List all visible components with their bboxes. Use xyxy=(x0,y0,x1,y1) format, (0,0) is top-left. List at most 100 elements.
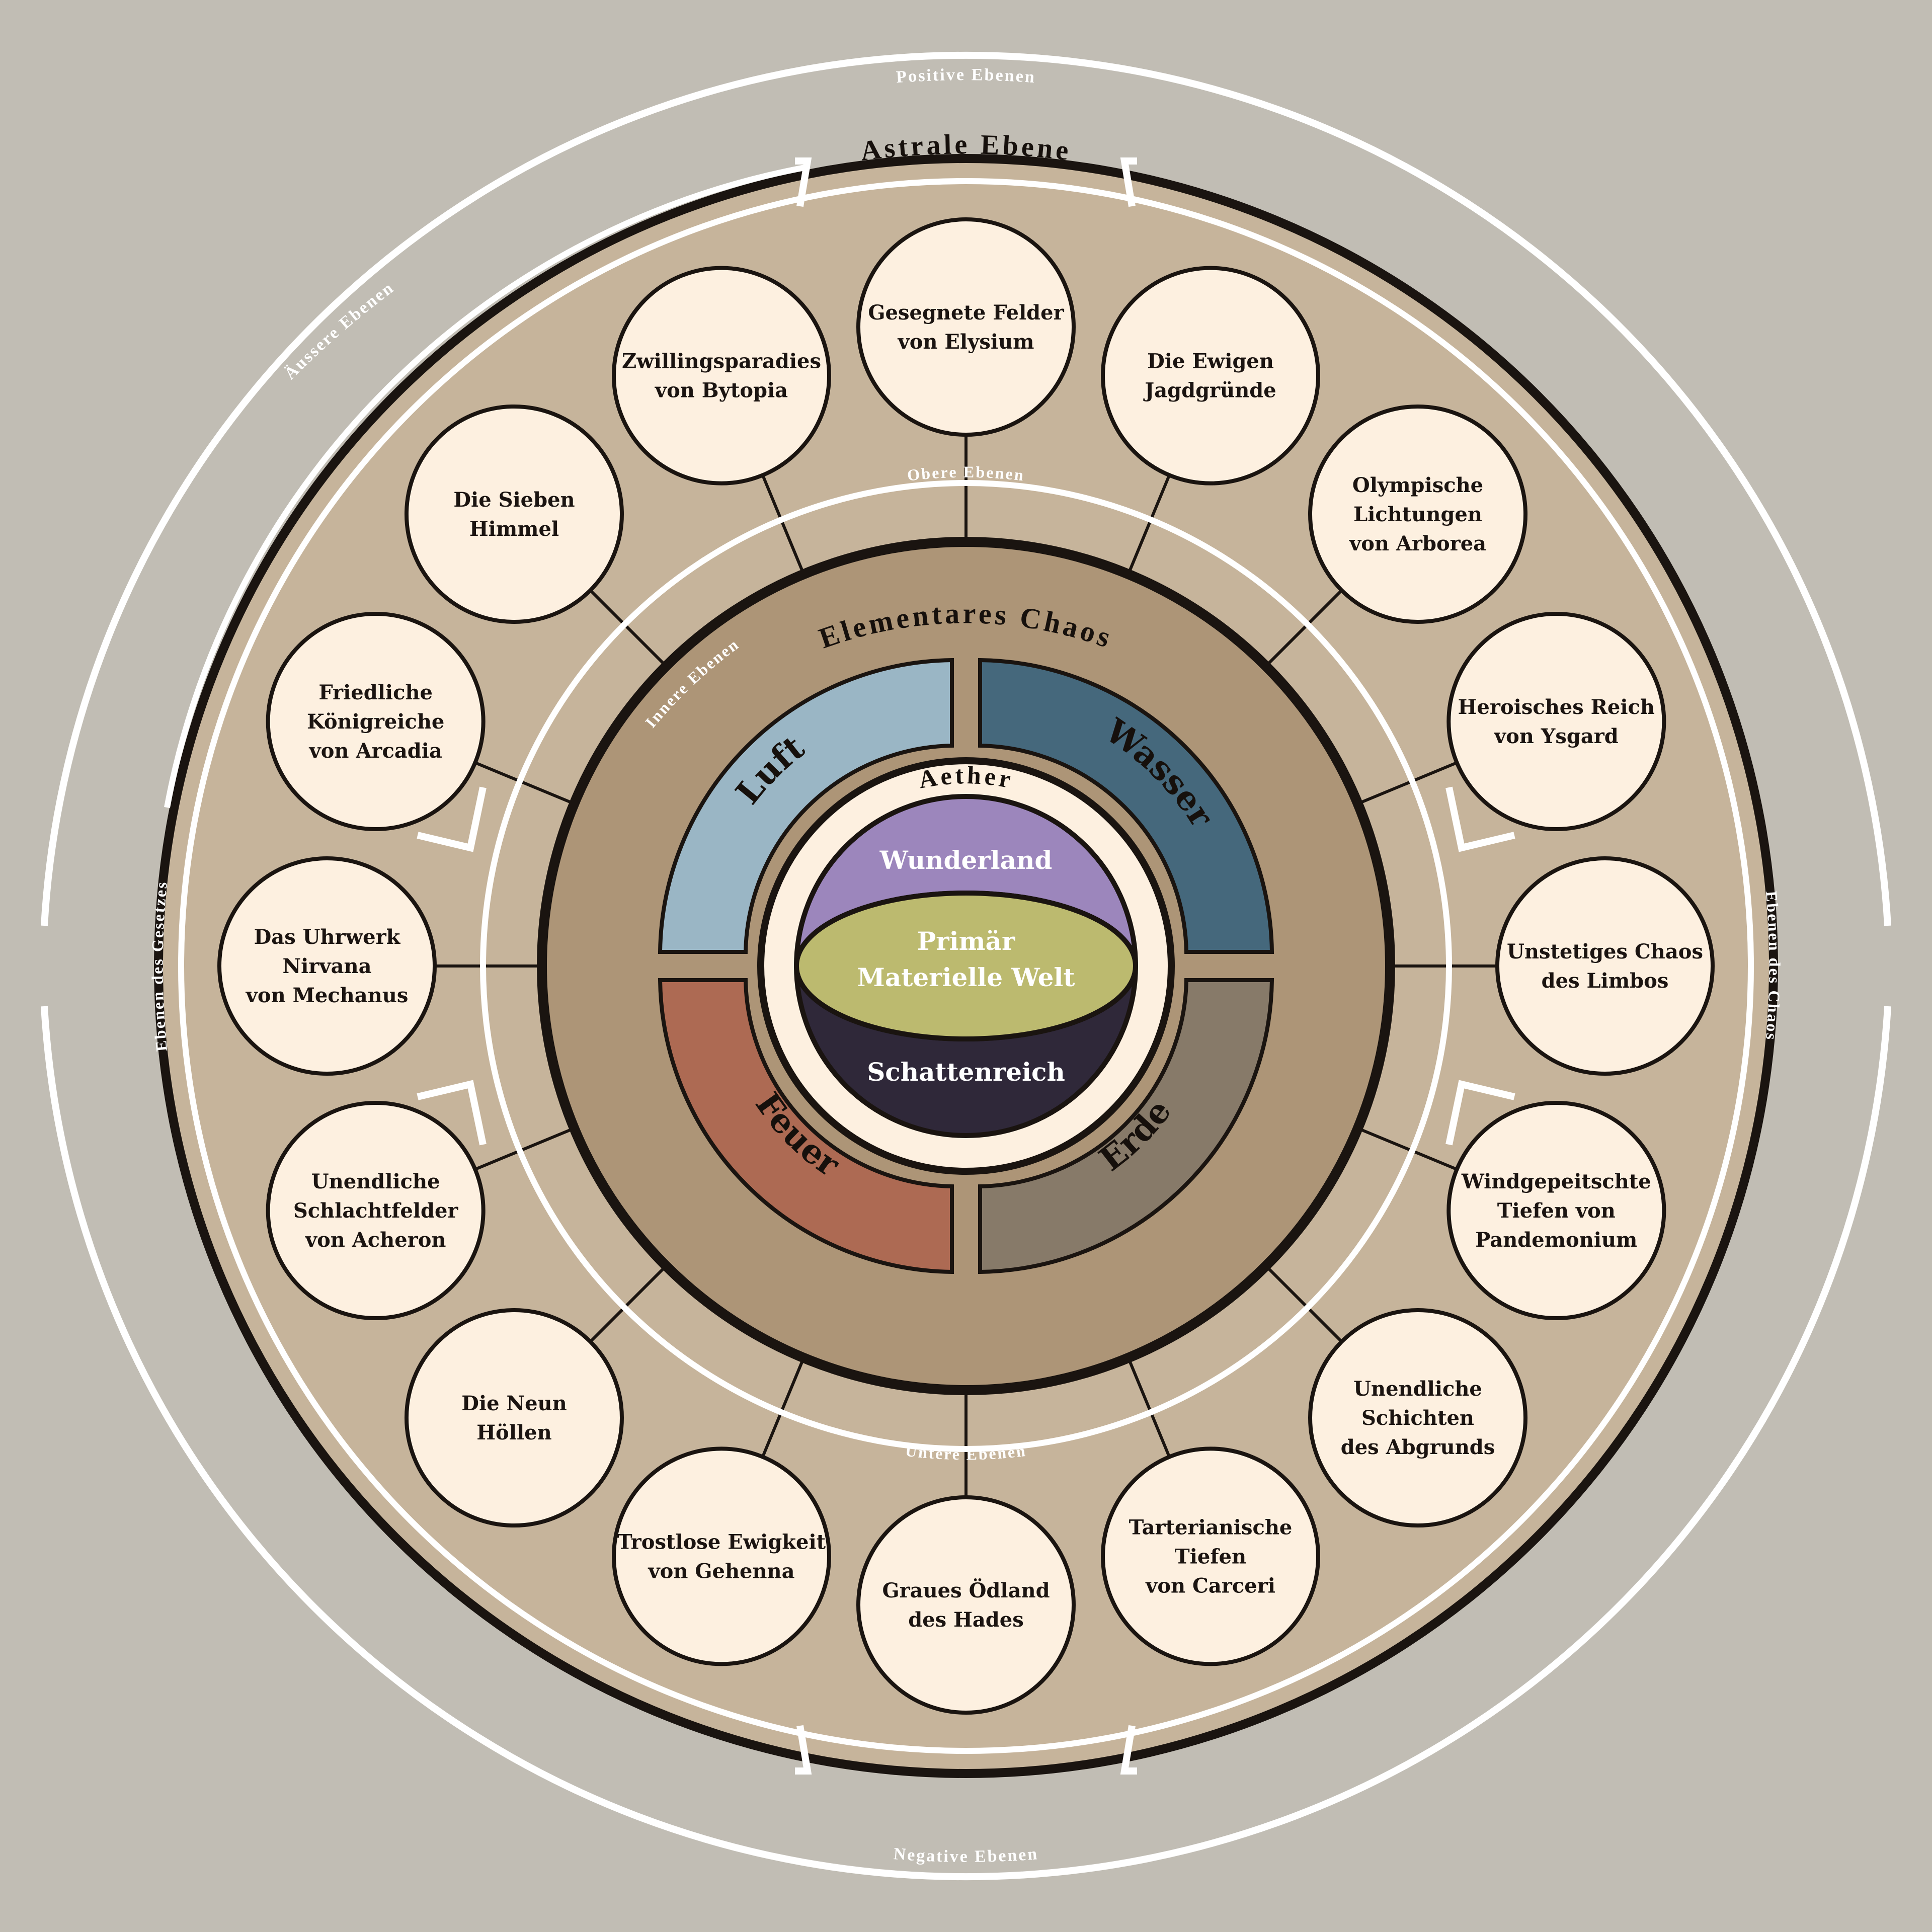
plane-circle-arcadia[interactable] xyxy=(266,611,486,831)
earth-quadrant xyxy=(978,978,1274,1274)
connector-abyss xyxy=(1264,1264,1343,1343)
upper-planes-label: Obere Ebenen xyxy=(906,463,1026,485)
plane-circle-elysium[interactable] xyxy=(856,217,1076,437)
shadow-label: Schattenreich xyxy=(867,1057,1065,1087)
middle-ring-brackets xyxy=(417,786,1515,1146)
material-region xyxy=(794,891,1138,1041)
plane-circle-heavens[interactable] xyxy=(404,404,624,624)
plane-label-hells-2: Höllen xyxy=(476,1421,551,1444)
plane-limbo[interactable]: Unstetiges Chaos des Limbos xyxy=(1495,856,1715,1076)
plane-label-arborea-1: Olympische xyxy=(1352,473,1483,497)
plane-circle-hades[interactable] xyxy=(856,1495,1076,1715)
connector-carceri xyxy=(1126,1357,1171,1458)
plane-circle-hells[interactable] xyxy=(404,1308,624,1528)
connector-acheron xyxy=(474,1126,575,1171)
connector-gehenna xyxy=(761,1357,806,1458)
plane-label-abyss-2: Schichten xyxy=(1361,1406,1474,1430)
connector-pandemonium xyxy=(1357,1126,1458,1171)
plane-circle-arborea[interactable] xyxy=(1308,404,1528,624)
plane-label-pandemonium-2: Tiefen von xyxy=(1497,1199,1616,1223)
element-quadrants xyxy=(658,658,1274,1274)
outer-planes-label: Äussere Ebenen xyxy=(281,278,398,383)
plane-label-limbo-1: Unstetiges Chaos xyxy=(1507,940,1703,963)
plane-label-limbo-2: des Limbos xyxy=(1542,969,1669,993)
plane-circle-mechanus[interactable] xyxy=(217,856,437,1076)
plane-label-pandemonium-3: Pandemonium xyxy=(1475,1228,1637,1252)
plane-circle-beastlands[interactable] xyxy=(1101,266,1321,486)
plane-label-arcadia-1: Friedliche xyxy=(318,681,433,704)
plane-label-elysium-2: von Elysium xyxy=(898,330,1034,354)
material-label-line-2: Materielle Welt xyxy=(857,962,1075,992)
plane-label-heavens-1: Die Sieben xyxy=(453,488,575,512)
negative-planes-label: Negative Ebenen xyxy=(893,1844,1039,1866)
air-quadrant xyxy=(658,658,954,954)
plane-label-arborea-3: von Arborea xyxy=(1349,532,1486,555)
plane-label-hades-1: Graues Ödland xyxy=(882,1579,1050,1602)
plane-label-beastlands-2: Jagdgründe xyxy=(1143,379,1276,403)
plane-label-acheron-3: von Acheron xyxy=(305,1228,446,1252)
plane-circle-abyss[interactable] xyxy=(1308,1308,1528,1528)
law-planes-label: Ebenen des Gesetzes xyxy=(148,879,171,1052)
outer-white-ring xyxy=(41,51,1891,1881)
plane-label-ysgard-2: von Ysgard xyxy=(1494,725,1619,748)
plane-label-acheron-2: Schlachtfelder xyxy=(293,1199,459,1223)
plane-label-abyss-1: Unendliche xyxy=(1353,1377,1482,1401)
plane-label-arcadia-2: Königreiche xyxy=(307,710,444,734)
plane-circle-carceri[interactable] xyxy=(1101,1446,1321,1666)
plane-circle-pandemonium[interactable] xyxy=(1446,1101,1666,1321)
plane-label-carceri-3: von Carceri xyxy=(1145,1574,1275,1597)
connector-lines xyxy=(435,435,1497,1497)
plane-label-ysgard-1: Heroisches Reich xyxy=(1458,695,1655,719)
core-sphere xyxy=(794,794,1138,1138)
plane-label-hades-2: des Hades xyxy=(908,1608,1024,1632)
astral-white-ring xyxy=(164,164,809,809)
connector-ysgard xyxy=(1357,761,1458,806)
plane-hades[interactable]: Graues Ödland des Hades xyxy=(856,1495,1076,1715)
plane-label-abyss-3: des Abgrunds xyxy=(1341,1435,1495,1459)
positive-planes-label: Positive Ebenen xyxy=(896,65,1036,87)
astral-inner-white-ring xyxy=(178,178,1754,1754)
water-quadrant xyxy=(978,658,1274,954)
plane-label-heavens-2: Himmel xyxy=(469,517,559,541)
plane-label-arborea-2: Lichtungen xyxy=(1353,503,1482,526)
plane-circle-gehenna[interactable] xyxy=(611,1446,831,1666)
plane-label-mechanus-3: von Mechanus xyxy=(246,984,409,1007)
aether-label: Aether xyxy=(916,761,1016,794)
connector-hells xyxy=(589,1264,668,1343)
plane-label-mechanus-1: Das Uhrwerk xyxy=(254,925,401,949)
plane-circle-limbo[interactable] xyxy=(1495,856,1715,1076)
plane-circle-ysgard[interactable] xyxy=(1446,611,1666,831)
plane-circle-acheron[interactable] xyxy=(266,1101,486,1321)
fire-quadrant xyxy=(658,978,954,1274)
plane-label-bytopia-1: Zwillingsparadies xyxy=(622,350,821,373)
plane-label-acheron-1: Unendliche xyxy=(311,1170,440,1193)
plane-ysgard[interactable]: Heroisches Reich von Ysgard xyxy=(1446,611,1666,831)
plane-label-gehenna-2: von Gehenna xyxy=(648,1559,794,1583)
plane-label-beastlands-1: Die Ewigen xyxy=(1147,350,1274,373)
plane-label-hells-1: Die Neun xyxy=(461,1392,567,1415)
material-label-line-1: Primär xyxy=(917,926,1015,956)
middle-white-ring xyxy=(480,480,1452,1452)
plane-label-mechanus-2: Nirvana xyxy=(283,954,372,978)
connector-beastlands xyxy=(1126,474,1171,575)
connector-heavens xyxy=(589,589,668,668)
connector-arborea xyxy=(1264,589,1343,668)
astral-brackets xyxy=(795,157,1137,1775)
plane-label-carceri-2: Tiefen xyxy=(1175,1545,1246,1568)
plane-circle-bytopia[interactable] xyxy=(611,266,831,486)
